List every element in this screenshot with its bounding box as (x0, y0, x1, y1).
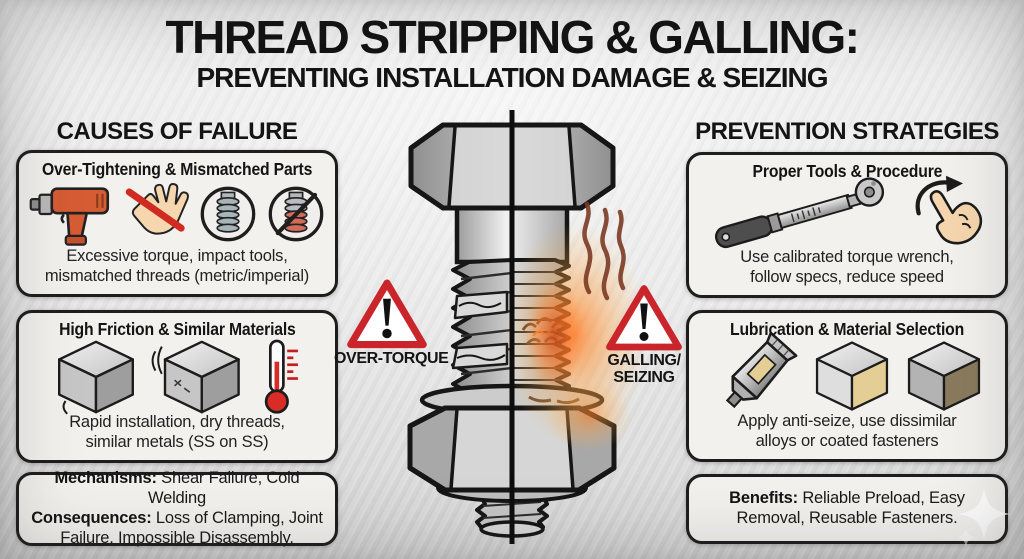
warning-triangle-icon (606, 285, 682, 351)
consequences-line: Consequences: Loss of Clamping, Joint Fa… (31, 509, 323, 548)
warning-triangle-icon (347, 279, 427, 349)
causes-box-overtightening: Over-Tightening & Mismatched Parts (16, 150, 338, 297)
page-subtitle: PREVENTING INSTALLATION DAMAGE & SEIZING (196, 62, 829, 93)
vibrating-cube-icon (151, 340, 240, 414)
page-title: THREAD STRIPPING & GALLING: (165, 11, 860, 63)
thermometer-icon (264, 339, 298, 414)
lubrication-title: Lubrication & Material Selection (729, 319, 965, 339)
galling-label-line1: GALLING/ (607, 352, 681, 369)
rotate-hand-icon (915, 175, 983, 245)
bolt-illustration (357, 96, 667, 558)
prevention-box-tools: Proper Tools & Procedure (686, 152, 1008, 298)
heat-waves-icon (582, 201, 626, 301)
no-hand-icon (125, 182, 189, 235)
overtightening-icons (29, 180, 325, 247)
causes-summary-box: Mechanisms: Shear Failure, Cold Welding … (16, 469, 338, 548)
friction-title: High Friction & Similar Materials (58, 319, 296, 339)
tools-description: Use calibrated torque wrench, follow spe… (740, 248, 954, 286)
mechanisms-line: Mechanisms: Shear Failure, Cold Welding (54, 468, 300, 507)
tools-title: Proper Tools & Procedure (752, 161, 942, 181)
benefits-box: Benefits: Reliable Preload, Easy Removal… (686, 474, 1008, 544)
impact-drill-icon (29, 187, 110, 246)
friction-icons (53, 339, 301, 415)
matched-thread-icon (200, 186, 256, 242)
coated-cube-tan-icon (815, 341, 889, 411)
friction-description: Rapid installation, dry threads, similar… (69, 413, 285, 451)
causes-heading: CAUSES OF FAILURE (56, 118, 298, 145)
metal-cube-icon (58, 340, 134, 415)
anti-seize-tube-icon (725, 331, 798, 409)
benefits-line: Benefits: Reliable Preload, Easy Removal… (729, 488, 965, 527)
over-torque-label: OVER-TORQUE (334, 350, 449, 367)
mismatched-thread-icon (268, 186, 324, 242)
coated-cube-brown-icon (907, 341, 981, 411)
overtightening-title: Over-Tightening & Mismatched Parts (41, 159, 313, 179)
lubrication-icons (709, 331, 985, 412)
over-torque-warning: OVER-TORQUE (334, 276, 449, 367)
prevention-heading: PREVENTION STRATEGIES (695, 118, 999, 145)
tools-icons (707, 175, 987, 249)
galling-warning: GALLING/ SEIZING (596, 282, 692, 387)
stripped-threads (451, 258, 514, 400)
lubrication-description: Apply anti-seize, use dissimilar alloys … (737, 412, 957, 450)
torque-wrench-icon (714, 177, 885, 249)
causes-box-friction: High Friction & Similar Materials (16, 310, 338, 463)
prevention-box-lubrication: Lubrication & Material Selection (686, 310, 1008, 462)
galling-label-line2: SEIZING (613, 369, 675, 387)
overtightening-description: Excessive torque, impact tools, mismatch… (44, 247, 310, 285)
